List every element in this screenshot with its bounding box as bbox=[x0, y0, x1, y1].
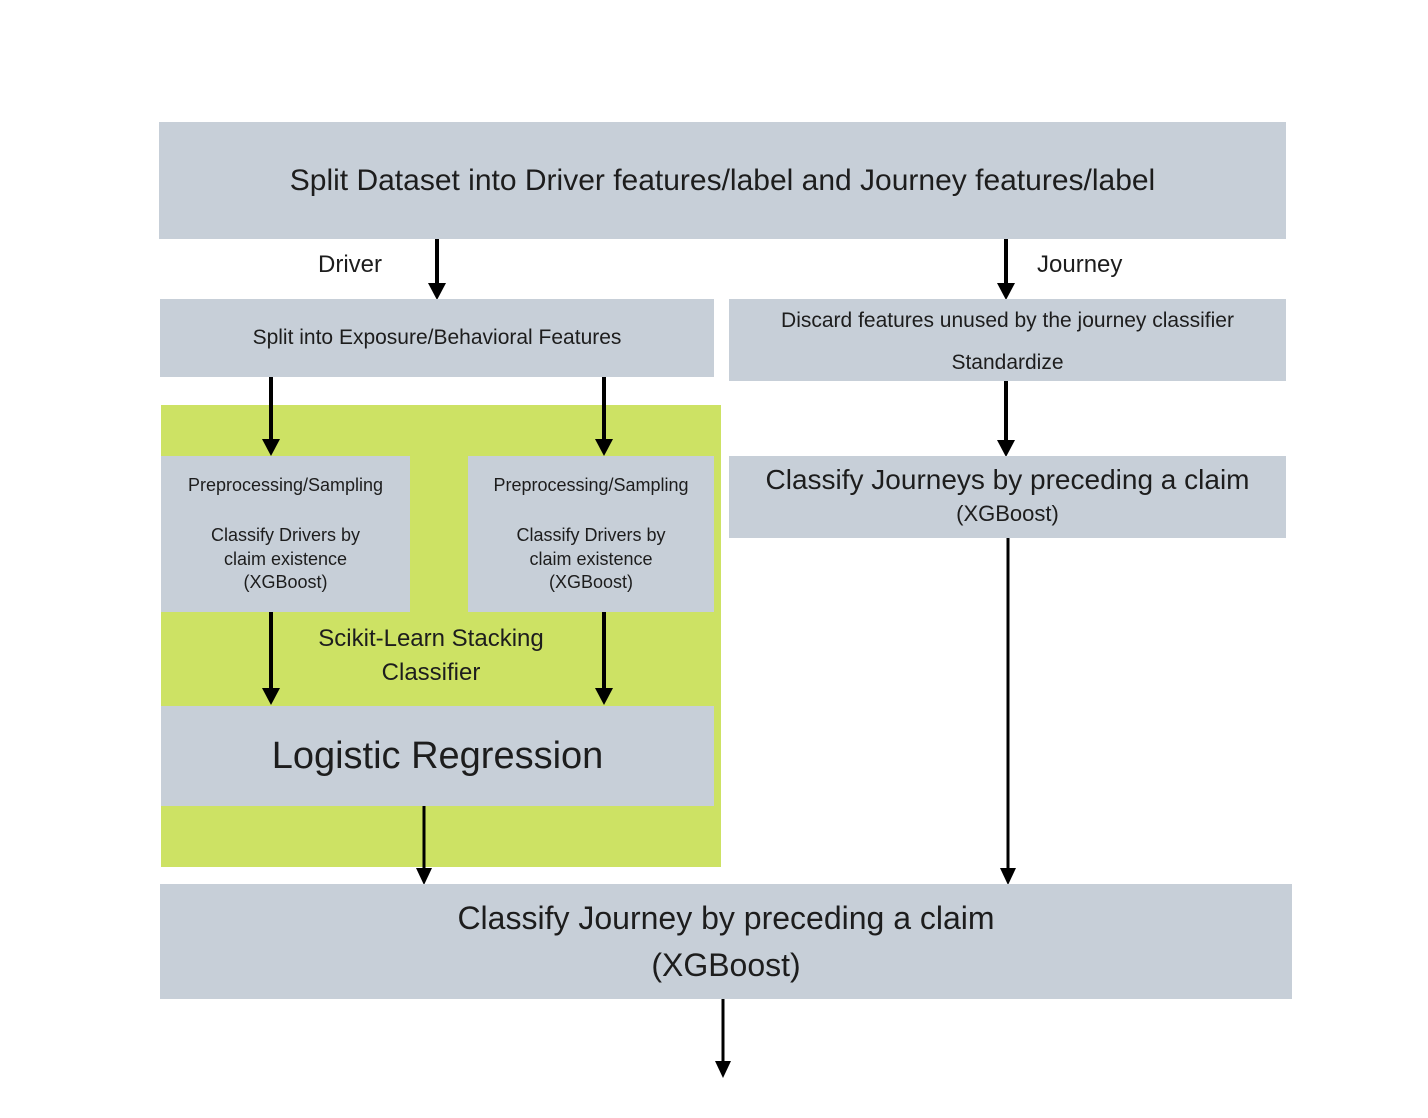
node-preprocess-left-line2: Classify Drivers by bbox=[210, 524, 361, 545]
node-split-dataset-label: Split Dataset into Driver features/label… bbox=[289, 163, 1156, 197]
arrow-features-to-preprocess-left bbox=[259, 377, 283, 457]
node-classify-journeys-line2: (XGBoost) bbox=[956, 500, 1059, 526]
node-split-exposure-behavioral: Split into Exposure/Behavioral Features bbox=[160, 299, 714, 377]
node-split-exposure-behavioral-label: Split into Exposure/Behavioral Features bbox=[252, 326, 622, 350]
node-preprocess-left-line1: Preprocessing/Sampling bbox=[187, 475, 384, 495]
node-logistic-regression-label: Logistic Regression bbox=[271, 734, 604, 777]
node-preprocess-left-line4: (XGBoost) bbox=[243, 572, 328, 593]
arrow-final-output bbox=[711, 999, 735, 1079]
arrow-discard-to-classify-journeys bbox=[994, 381, 1018, 458]
node-discard-line1: Discard features unused by the journey c… bbox=[781, 309, 1234, 332]
node-logistic-regression: Logistic Regression bbox=[161, 706, 714, 806]
arrow-classify-journeys-to-final bbox=[996, 538, 1020, 886]
node-preprocess-classify-right: Preprocessing/Sampling Classify Drivers … bbox=[468, 456, 714, 612]
edge-label-driver: Driver bbox=[318, 251, 382, 278]
arrow-split-to-journey bbox=[994, 239, 1018, 301]
edge-label-journey: Journey bbox=[1037, 251, 1123, 278]
node-classify-journey-final-line2: (XGBoost) bbox=[651, 946, 801, 983]
node-preprocess-right-line3: claim existence bbox=[529, 548, 653, 569]
node-preprocess-right-line1: Preprocessing/Sampling bbox=[493, 475, 689, 495]
node-preprocess-left-line3: claim existence bbox=[223, 548, 348, 569]
arrow-logreg-to-final bbox=[412, 806, 436, 886]
node-discard-line2: Standardize bbox=[951, 350, 1064, 374]
node-split-dataset: Split Dataset into Driver features/label… bbox=[159, 122, 1286, 239]
label-stacking-line2: Classifier bbox=[381, 659, 481, 687]
label-stacking-classifier: Scikit-Learn Stacking Classifier bbox=[300, 622, 562, 690]
node-classify-journeys-line1: Classify Journeys by preceding a claim bbox=[765, 464, 1250, 495]
label-stacking-line1: Scikit-Learn Stacking bbox=[318, 625, 544, 652]
node-preprocess-classify-left: Preprocessing/Sampling Classify Drivers … bbox=[161, 456, 410, 612]
node-discard-standardize: Discard features unused by the journey c… bbox=[729, 299, 1286, 381]
arrow-preprocess-left-to-logreg bbox=[259, 612, 283, 706]
node-classify-journeys: Classify Journeys by preceding a claim (… bbox=[729, 456, 1286, 538]
node-preprocess-right-line2: Classify Drivers by bbox=[516, 524, 666, 545]
arrow-features-to-preprocess-right bbox=[592, 377, 616, 457]
node-classify-journey-final: Classify Journey by preceding a claim (X… bbox=[160, 884, 1292, 999]
node-classify-journey-final-line1: Classify Journey by preceding a claim bbox=[457, 900, 995, 937]
arrow-preprocess-right-to-logreg bbox=[592, 612, 616, 706]
node-preprocess-right-line4: (XGBoost) bbox=[548, 572, 634, 593]
arrow-split-to-driver bbox=[425, 239, 449, 301]
